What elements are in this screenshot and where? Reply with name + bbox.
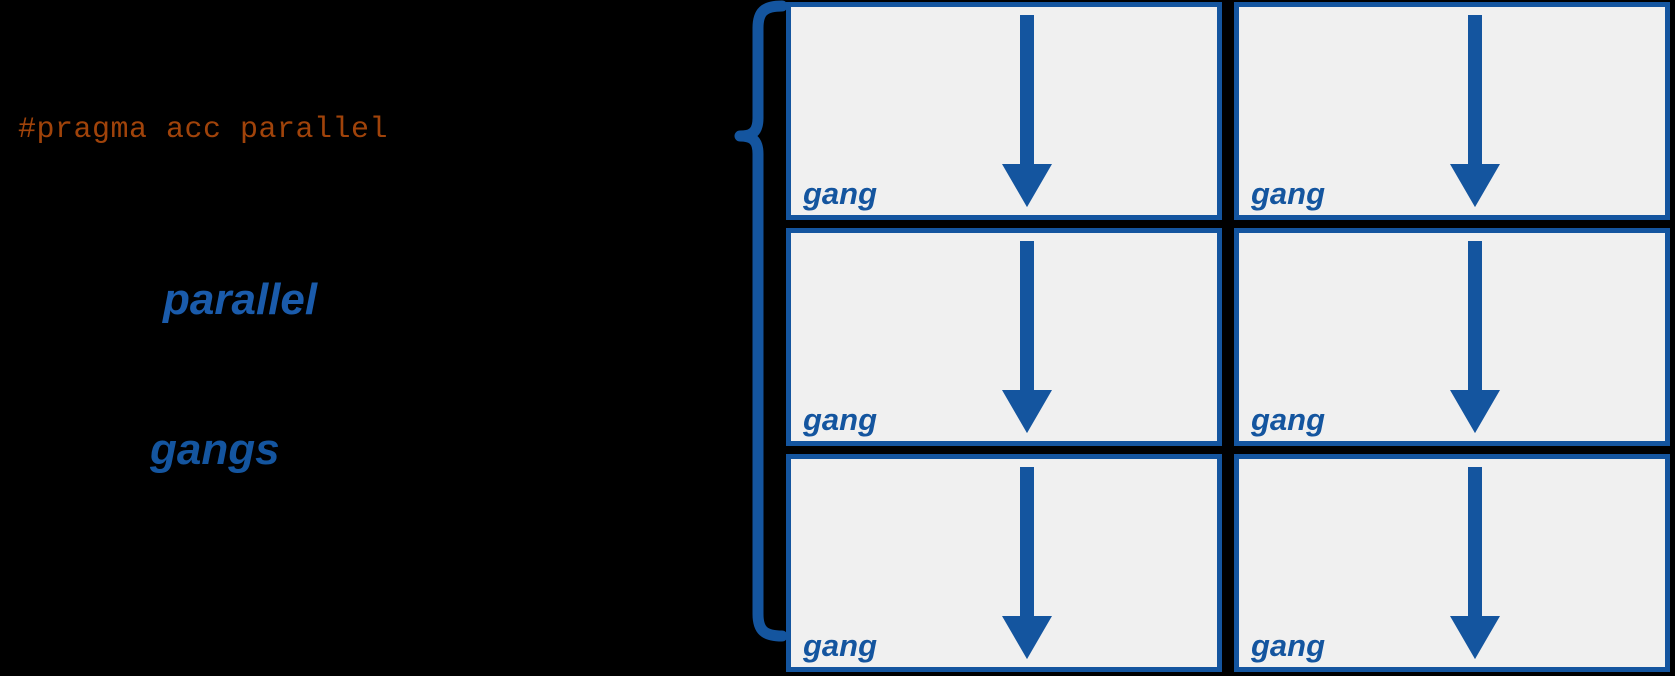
down-arrow-icon [994,241,1060,437]
gang-cell-label: gang [803,402,878,437]
gang-cell[interactable]: gang [1234,2,1670,220]
gang-grid: gang gang gang gang [786,2,1670,672]
gang-cell[interactable]: gang [1234,454,1670,672]
down-arrow-icon [1442,241,1508,437]
down-arrow-icon [994,15,1060,211]
gang-cell-label: gang [1251,628,1326,663]
gangs-label: gangs [150,425,280,474]
pragma-source-text: #pragma acc parallel [18,113,389,147]
gang-cell[interactable]: gang [786,2,1222,220]
curly-brace-icon [734,0,788,642]
gang-cell-label: gang [1251,402,1326,437]
down-arrow-icon [994,467,1060,663]
gang-cell[interactable]: gang [1234,228,1670,446]
gang-cell[interactable]: gang [786,228,1222,446]
down-arrow-icon [1442,467,1508,663]
parallel-label: parallel [163,275,318,324]
down-arrow-icon [1442,15,1508,211]
gang-cell-label: gang [803,628,878,663]
gang-cell-label: gang [1251,176,1326,211]
gang-cell[interactable]: gang [786,454,1222,672]
gang-cell-label: gang [803,176,878,211]
